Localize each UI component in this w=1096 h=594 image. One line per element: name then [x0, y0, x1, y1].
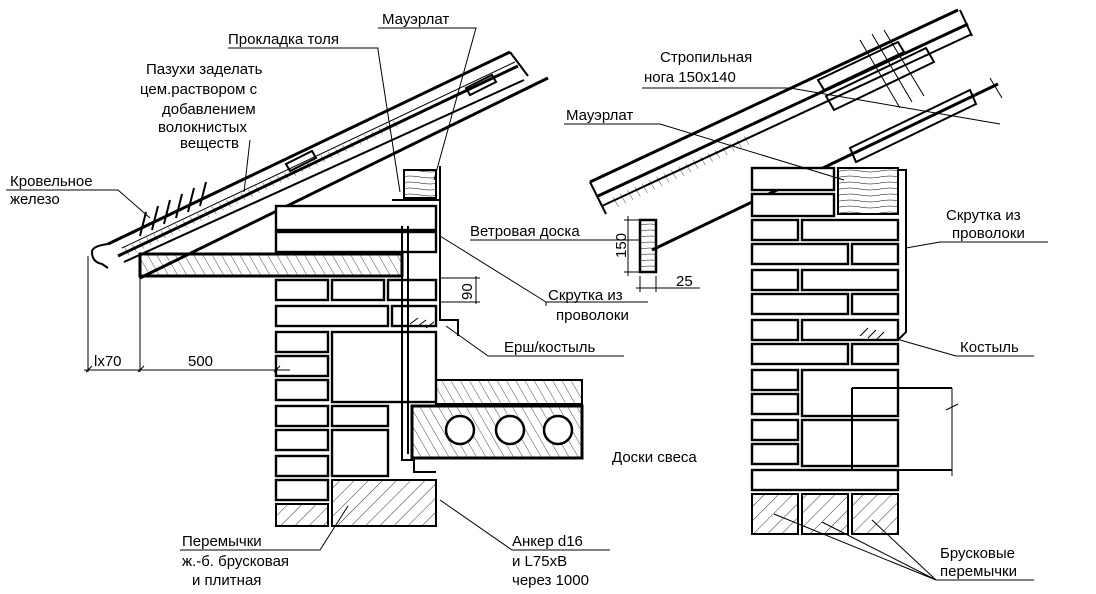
right-dimensions: [624, 216, 959, 476]
dim-25: 25: [676, 273, 693, 290]
left-dimensions: [84, 256, 480, 373]
bar-lintels-label-2: перемычки: [940, 563, 1017, 580]
ruff-spike-label: Ерш/костыль: [504, 339, 596, 356]
wire-twist-left-label-1: Скрутка из: [548, 287, 623, 304]
right-leaders: [470, 87, 1048, 581]
right-detail: Стропильная нога 150х140 Мауэрлат Ветров…: [470, 8, 1048, 581]
wire-twist-right-label-2: проволоки: [952, 225, 1025, 242]
pazukhi-label-2: цем.раствором с: [140, 81, 258, 98]
lintels-left-label-1: Перемычки: [182, 533, 262, 550]
wire-twist-right-label-1: Скрутка из: [946, 207, 1021, 224]
mauerlat-left-label: Мауэрлат: [382, 11, 449, 28]
eave-slab: [138, 252, 404, 278]
bar-lintels-label-1: Брусковые: [940, 545, 1015, 562]
hollow-core-slab: [410, 379, 584, 460]
pazukhi-label-3: добавлением: [162, 101, 256, 118]
roof-iron-label-1: Кровельное: [10, 173, 93, 190]
left-roof-slope: [90, 50, 549, 280]
overhang-boards-label: Доски свеса: [612, 449, 697, 466]
pazukhi-label-1: Пазухи заделать: [146, 61, 263, 78]
left-mauerlat: [403, 169, 437, 199]
mauerlat-right-label: Мауэрлат: [566, 107, 633, 124]
right-brick-wall: [750, 166, 900, 535]
dim-90: 90: [459, 283, 476, 300]
dim-lx70: lx70: [94, 353, 122, 370]
dim-500: 500: [188, 353, 213, 370]
pazukhi-label-5: веществ: [180, 135, 239, 152]
lintels-left-label-3: и плитная: [192, 572, 261, 589]
left-leaders: [6, 27, 648, 551]
rafter-label-2: нога 150х140: [644, 69, 736, 86]
rafter-label-1: Стропильная: [660, 49, 752, 66]
anchor-label-2: и L75xB: [512, 553, 567, 570]
left-brick-wall: [274, 204, 438, 527]
tol-pad-label: Прокладка толя: [228, 31, 339, 48]
wire-twist-left-label-2: проволоки: [556, 307, 629, 324]
dim-150: 150: [613, 233, 630, 258]
roof-iron-label-2: железо: [10, 191, 60, 208]
anchor-label-1: Анкер d16: [512, 533, 583, 550]
spike-label: Костыль: [960, 339, 1019, 356]
wind-board-label: Ветровая доска: [470, 223, 580, 240]
anchor-label-3: через 1000: [512, 572, 589, 589]
lintels-left-label-2: ж.-б. брусковая: [182, 553, 289, 570]
left-detail: Мауэрлат Прокладка толя Пазухи заделать …: [6, 11, 697, 589]
pazukhi-label-4: волокнистых: [158, 119, 247, 136]
wind-board: [638, 218, 658, 274]
